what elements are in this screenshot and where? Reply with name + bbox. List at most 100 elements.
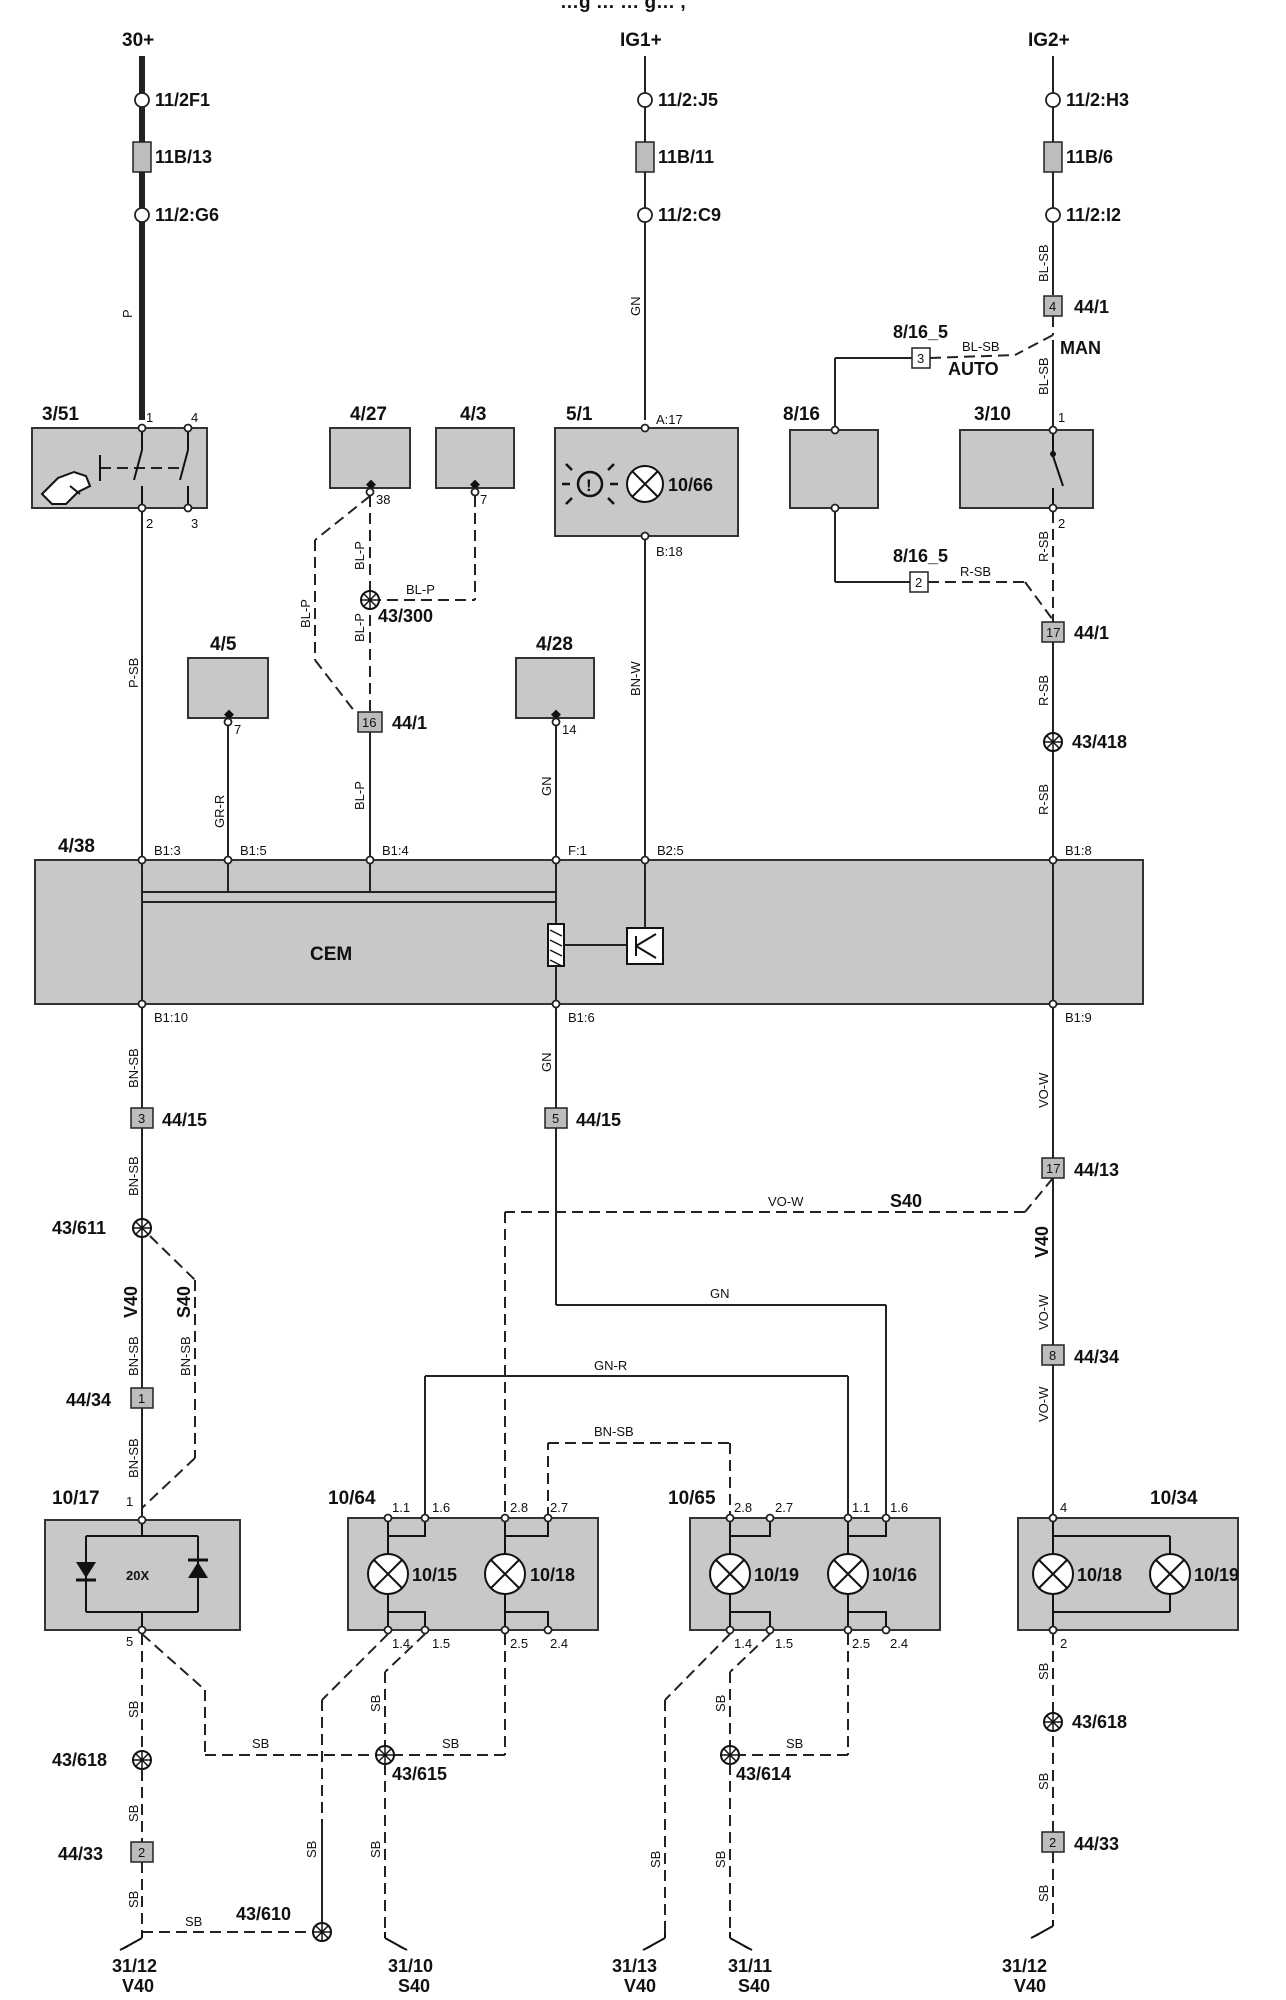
module-10-34: 10/34 bbox=[1150, 1488, 1198, 1509]
connector-label-44-13: 44/13 bbox=[1074, 1160, 1119, 1180]
wire-sb-6: SB bbox=[304, 1841, 319, 1858]
pin-428: 14 bbox=[562, 722, 576, 737]
module-3-51: 3/51 bbox=[42, 404, 79, 425]
cem-label: CEM bbox=[310, 944, 352, 965]
module-10-34-wiring bbox=[1052, 1522, 1171, 1626]
wire-rsb-2: R-SB bbox=[960, 564, 991, 579]
wire-sb-1: SB bbox=[126, 1701, 141, 1718]
module-4-5: 4/5 bbox=[210, 634, 237, 655]
ground-31-12-b: 31/12 bbox=[1002, 1956, 1047, 1976]
pin-351-4: 4 bbox=[191, 410, 198, 425]
module-10-65: 10/65 bbox=[668, 1488, 716, 1509]
bulb-icon-10-18-b bbox=[1032, 1553, 1074, 1595]
wire-gnr: GN-R bbox=[594, 1358, 627, 1373]
module-10-17: 10/17 bbox=[52, 1488, 100, 1509]
pin-45: 7 bbox=[234, 722, 241, 737]
module-box-4-27 bbox=[329, 427, 411, 489]
supply-ig1: IG1+ bbox=[620, 30, 662, 51]
module-box-3-10 bbox=[959, 429, 1094, 509]
wire-rsb-1: R-SB bbox=[1036, 531, 1051, 562]
ground-symbol-3 bbox=[642, 1932, 666, 1951]
cem-transistor bbox=[626, 927, 664, 965]
ground-variant-e: V40 bbox=[1014, 1976, 1046, 1996]
wire-sb-4: SB bbox=[126, 1891, 141, 1908]
wire-bnsb-4: BN-SB bbox=[178, 1336, 193, 1376]
module-10-64-pins bbox=[383, 1513, 553, 1635]
connector-pin-4: 4 bbox=[1049, 299, 1056, 314]
pin-1034-4: 4 bbox=[1060, 1500, 1067, 1515]
pin-cem-b13: B1:3 bbox=[154, 843, 181, 858]
fuse-point-30-bottom: 11/2:G6 bbox=[155, 205, 219, 225]
ground-variant-a: V40 bbox=[122, 1976, 154, 1996]
splice-43-418 bbox=[1043, 732, 1063, 752]
bulb-10-16: 10/16 bbox=[872, 1565, 917, 1585]
pin-1064-24: 2.4 bbox=[550, 1636, 568, 1651]
pin-1017-5: 5 bbox=[126, 1634, 133, 1649]
wire-grr: GR-R bbox=[212, 795, 227, 828]
pin-1065-14: 1.4 bbox=[734, 1636, 752, 1651]
ground-symbol-1 bbox=[119, 1932, 143, 1951]
pin-cem-b15: B1:5 bbox=[240, 843, 267, 858]
wire-s40-left: S40 bbox=[174, 1286, 194, 1318]
cem-box bbox=[34, 859, 1144, 1005]
pin-1064-16: 1.6 bbox=[432, 1500, 450, 1515]
fuse-point-ig1-top: 11/2:J5 bbox=[658, 90, 718, 110]
connector-pin-16: 16 bbox=[362, 715, 376, 730]
wire-s40-h: S40 bbox=[890, 1191, 922, 1211]
module-5-1: 5/1 bbox=[566, 404, 593, 425]
pin-1034-2: 2 bbox=[1060, 1636, 1067, 1651]
wire-blp-4: BL-P bbox=[352, 613, 367, 642]
pin-351-1: 1 bbox=[146, 410, 153, 425]
pin-cem-b14: B1:4 bbox=[382, 843, 409, 858]
ground-31-10: 31/10 bbox=[388, 1956, 433, 1976]
pin-51-a17: A:17 bbox=[656, 412, 683, 427]
fuse-point-ig2-top: 11/2:H3 bbox=[1066, 90, 1129, 110]
pin-1064-28: 2.8 bbox=[510, 1500, 528, 1515]
sw-conn-pin-2: 2 bbox=[915, 575, 922, 590]
module-10-65-pins bbox=[725, 1513, 891, 1635]
pin-1065-15: 1.5 bbox=[775, 1636, 793, 1651]
connector-label-44-1-c: 44/1 bbox=[392, 713, 427, 733]
svg-text:!: ! bbox=[586, 476, 592, 495]
ground-variant-d: S40 bbox=[738, 1976, 770, 1996]
pin-1065-28: 2.8 bbox=[734, 1500, 752, 1515]
wire-gn-h: GN bbox=[710, 1286, 730, 1301]
wire-bnsb-5: BN-SB bbox=[126, 1438, 141, 1478]
pin-1065-11: 1.1 bbox=[852, 1500, 870, 1515]
diode-count: 20X bbox=[126, 1568, 149, 1583]
splice-43-615 bbox=[375, 1745, 395, 1765]
fuse-point-ig1-bottom: 11/2:C9 bbox=[658, 205, 721, 225]
brake-warning-icon: ! bbox=[562, 463, 618, 505]
splice-43-618-left bbox=[132, 1750, 152, 1770]
pin-427: 38 bbox=[376, 492, 390, 507]
wire-rsb-4: R-SB bbox=[1036, 784, 1051, 815]
wire-v40-left: V40 bbox=[121, 1286, 141, 1318]
wire-sb-2: SB bbox=[252, 1736, 269, 1751]
wire-vow-1: VO-W bbox=[1036, 1072, 1051, 1108]
wire-sb-r3: SB bbox=[1036, 1885, 1051, 1902]
diode-pair bbox=[76, 1524, 208, 1626]
splice-43-614 bbox=[720, 1745, 740, 1765]
wire-sb-7: SB bbox=[368, 1695, 383, 1712]
sw-conn-label-8-16-5-top: 8/16_5 bbox=[893, 322, 948, 342]
wire-sb-r2: SB bbox=[1036, 1773, 1051, 1790]
wire-bnsb-3: BN-SB bbox=[126, 1336, 141, 1376]
fuse-11b11 bbox=[635, 141, 655, 173]
connector-pin-1: 1 bbox=[138, 1391, 145, 1406]
pin-1064-27: 2.7 bbox=[550, 1500, 568, 1515]
svg-text:◆: ◆ bbox=[224, 706, 234, 721]
connector-label-44-33-b: 44/33 bbox=[1074, 1834, 1119, 1854]
wire-blsb-2: BL-SB bbox=[962, 339, 1000, 354]
pin-1017-1: 1 bbox=[126, 1494, 133, 1509]
splice-43-611 bbox=[132, 1218, 152, 1238]
pin-310-1: 1 bbox=[1058, 410, 1065, 425]
fuse-label-11b11: 11B/11 bbox=[658, 147, 714, 167]
pin-1065-25: 2.5 bbox=[852, 1636, 870, 1651]
wire-gn-b16: GN bbox=[539, 1053, 554, 1073]
wire-sb-5: SB bbox=[185, 1914, 202, 1929]
fuse-point-ig2-bottom: 11/2:I2 bbox=[1066, 205, 1121, 225]
pin-351-3: 3 bbox=[191, 516, 198, 531]
wire-bnw: BN-W bbox=[628, 661, 643, 696]
sw-conn-label-8-16-5-bottom: 8/16_5 bbox=[893, 546, 948, 566]
